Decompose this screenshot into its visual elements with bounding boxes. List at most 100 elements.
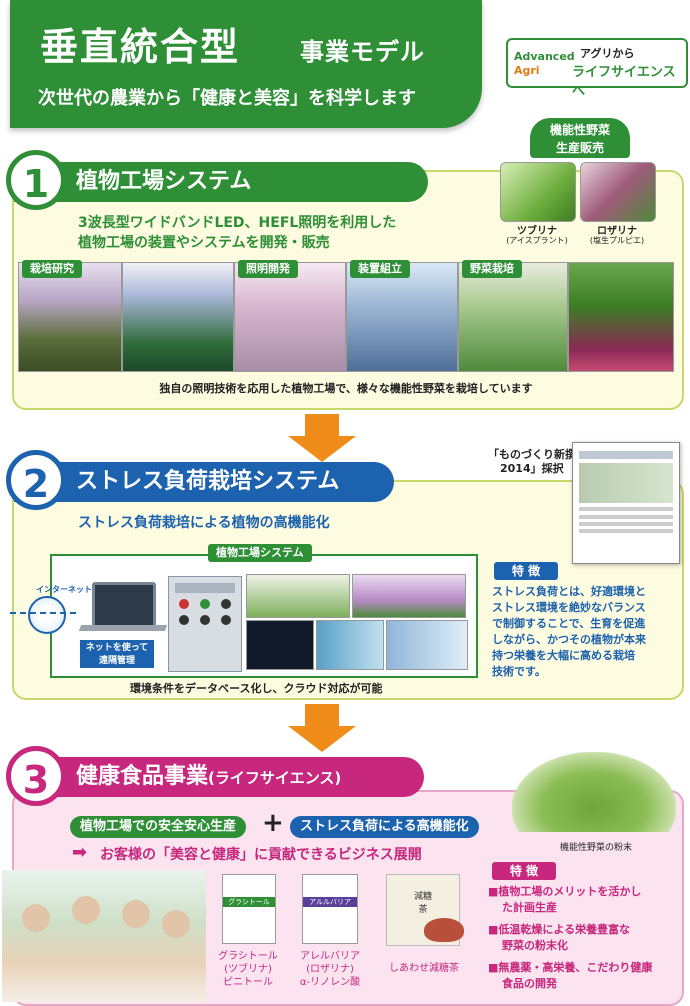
led-plant-photo [352,574,466,618]
vegetable-cultivation-photo-2 [568,262,674,372]
feature-item: ■低温乾燥による栄養豊富な [488,923,631,936]
header-banner [10,0,482,128]
section2-feature-text: ストレス負荷とは、好適環境と ストレス環境を絶妙なバランス で制御することで、生… [492,584,674,680]
news-article-image [572,442,680,564]
control-panel-image [168,576,242,672]
section1-caption: 独自の照明技術を応用した植物工場で、様々な機能性野菜を栽培しています [159,382,533,395]
section2-subtitle: ストレス負荷栽培による植物の高機能化 [78,515,330,531]
tag-equipment-assembly: 装置組立 [350,260,410,278]
plus-icon: + [262,808,284,838]
logo-line1: アグリから [580,47,635,60]
monitoring-screen-2 [316,620,384,670]
logo-advanced: Advanced [514,50,575,63]
logo-agri: Agri [514,64,540,77]
functional-vegetables-label: 機能性野菜 生産販売 [530,118,630,158]
page-title-suffix: 事業モデル [300,38,425,66]
arrow-down-icon [305,414,339,438]
family-dining-photo [2,870,206,1002]
allerbarrier-name: アレルバリア [300,951,360,962]
feature-line: 持つ栄養を大幅に高める栽培 [492,649,635,662]
cultivation-research-photo [18,262,122,372]
glasitol-ingredient: ピニトール [223,977,273,988]
section3-tagline: お客様の「美容と健康」に貢献できるビジネス展開 [100,847,422,863]
glasitol-package-image: グラシトール [222,874,276,944]
section3-feature-list: ■植物工場のメリットを活かし た計画生産 ■低温乾燥による栄養豊富な 野菜の粉末… [488,884,678,992]
laptop-icon [92,582,156,628]
feature-item: ■植物工場のメリットを活かし [488,885,642,898]
glasitol-package-label: グラシトール [223,897,275,907]
teacup-image [424,918,464,942]
arrow-down-head-icon [288,436,356,462]
section2-number: 2 [6,450,66,510]
vegetable-powder-image [512,752,676,832]
feature-item-cont: た計画生産 [502,901,557,914]
rozarina-sub: (塩生プルピエ) [589,236,645,245]
tsuburina-name: ツブリナ [517,226,557,237]
section3-number: 3 [6,746,66,806]
section1-desc-line2: 植物工場の装置やシステムを開発・販売 [78,235,330,251]
tsuburina-package-image [500,162,576,222]
news-label-line2: 2014」採択 [500,462,564,475]
tsuburina-sub: (アイスプラント) [506,236,568,245]
equipment-assembly-photo [346,262,458,372]
section3-title: 健康食品事業 [76,764,209,789]
safe-production-pill: 植物工場での安全安心生産 [70,816,247,838]
monitoring-screen-3 [386,620,468,670]
tag-cultivation-research: 栽培研究 [22,260,82,278]
feature-line: しながら、かつその植物が本来 [492,633,646,646]
tag-vegetable-cultivation: 野菜栽培 [462,260,522,278]
arrow-down-icon [305,704,339,728]
arrow-down-head-icon [288,726,356,752]
section1-title: 植物工場システム [14,162,428,202]
allerbarrier-ingredient: α-リノレン酸 [299,977,361,988]
feature-line: ストレス環境を絶妙なバランス [492,601,646,614]
allerbarrier-source: (ロザリナ) [306,964,354,975]
vegetable-cultivation-photo [458,262,568,372]
powder-caption: 機能性野菜の粉末 [560,843,633,853]
section1-number: 1 [6,150,66,210]
plant-rack-photo [246,574,350,618]
section3-feature-title: 特 徴 [492,862,556,880]
section2-feature-title: 特 徴 [494,562,558,580]
remote-management-badge: ネットを使って 遠隔管理 [80,640,154,668]
network-line [10,612,76,614]
tea-caption: しあわせ減糖茶 [389,963,459,974]
stress-function-pill: ストレス負荷による高機能化 [290,816,479,838]
tag-lighting-development: 照明開発 [238,260,298,278]
remote-line2: 遠隔管理 [98,656,135,666]
globe-icon [28,596,66,634]
feature-line: で制御することで、生育を促進 [492,617,646,630]
feature-line: 技術です。 [492,665,546,678]
rozarina-name: ロザリナ [597,226,637,237]
plant-factory-system-label: 植物工場システム [208,544,312,562]
section2-title: ストレス負荷栽培システム [14,462,394,502]
laptop-base [78,625,168,631]
tea-package-label: 減糖茶 [413,892,432,915]
feature-item: ■無農薬・高栄養、こだわり健康 [488,961,653,974]
rozarina-package-image [580,162,656,222]
allerbarrier-caption: アレルバリア (ロザリナ) α-リノレン酸 [292,950,368,989]
internet-label: インターネット [36,585,92,594]
functional-vegetables-line1: 機能性野菜 [549,123,610,137]
section1-desc-line1: 3波長型ワイドバンドLED、HEFL照明を利用した [78,215,397,231]
allerbarrier-package-image: アルルバリア [302,874,358,944]
section3-title-paren: (ライフサイエンス) [208,769,342,787]
page-title: 垂直統合型 [40,25,241,69]
glasitol-name: グラシトール [218,951,278,962]
lighting-development-photo [234,262,346,372]
page-subtitle: 次世代の農業から「健康と美容」を科学します [38,88,416,109]
logo-line2: ライフサイエンスへ [572,65,676,99]
section3-title-bar: 健康食品事業(ライフサイエンス) [14,757,424,797]
glasitol-caption: グラシトール (ツブリナ) ピニトール [212,950,284,989]
glasitol-source: (ツブリナ) [224,964,272,975]
feature-line: ストレス負荷とは、好適環境と [492,585,646,598]
remote-line1: ネットを使って [85,643,149,653]
functional-vegetables-line2: 生産販売 [555,141,604,155]
advanced-agri-logo: Advanced Agri アグリから ライフサイエンスへ [506,38,688,99]
feature-item-cont: 食品の開発 [502,977,557,990]
allerbarrier-package-label: アルルバリア [303,897,357,907]
feature-item-cont: 野菜の粉末化 [502,939,568,952]
news-label-line1: 「ものづくり新撰 [488,448,576,461]
cultivation-research-photo-2 [122,262,234,372]
monitoring-screen-1 [246,620,314,670]
